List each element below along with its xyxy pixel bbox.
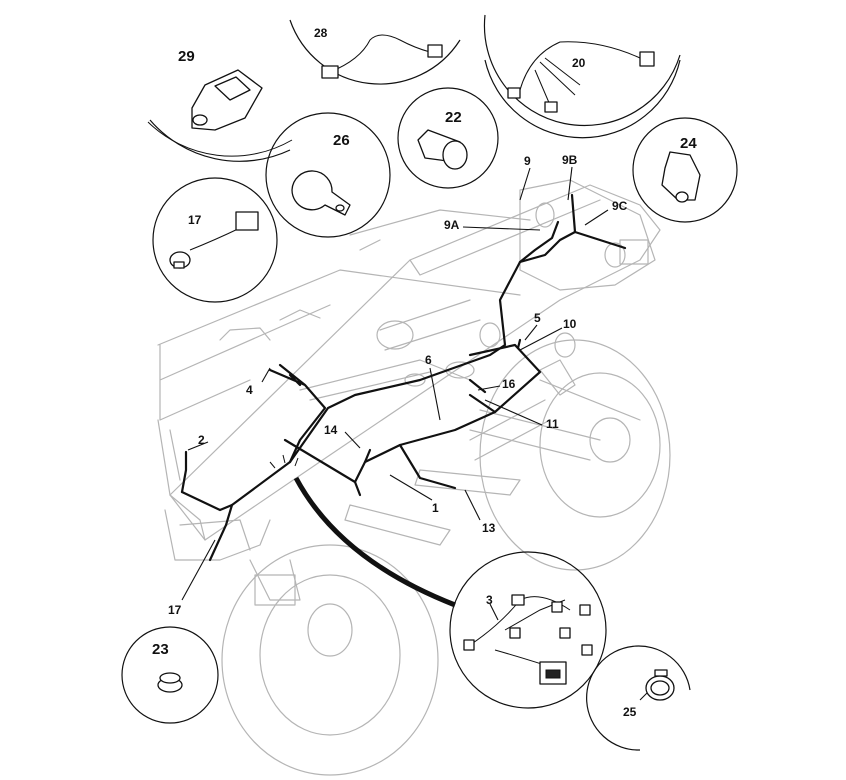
label-23: 23: [152, 641, 169, 658]
inset-23: [121, 626, 219, 724]
label-4: 4: [246, 383, 253, 397]
harness-to-inset-3: [293, 476, 456, 608]
label-14: 14: [324, 423, 338, 437]
label-26: 26: [333, 132, 350, 149]
inset-17: [152, 177, 278, 303]
label-20: 20: [572, 56, 586, 70]
connector-20: [639, 51, 655, 67]
label-17-inset: 17: [188, 213, 202, 227]
machine-outline: [157, 179, 671, 776]
inset-20: [483, 14, 681, 139]
label-3: 3: [486, 593, 493, 607]
wiring-harness: [180, 193, 627, 608]
rear-wheel: [479, 339, 671, 571]
label-5: 5: [534, 311, 541, 325]
inset-25: [586, 645, 691, 751]
label-10: 10: [563, 317, 577, 331]
label-29: 29: [178, 48, 195, 65]
label-17: 17: [168, 603, 182, 617]
p-clip-26: [291, 170, 351, 216]
label-9c: 9C: [612, 199, 628, 213]
label-1: 1: [432, 501, 439, 515]
part-number-labels: 1 2 3 4 5 6 9 9A 9B 9C 10 11 13 14 16 17…: [152, 26, 697, 719]
clamp-24: [661, 151, 701, 201]
label-25: 25: [623, 705, 637, 719]
front-wheel: [221, 544, 439, 776]
label-24: 24: [680, 135, 697, 152]
label-9a: 9A: [444, 218, 460, 232]
label-9: 9: [524, 154, 531, 168]
frame-plate: [344, 504, 451, 546]
label-22: 22: [445, 109, 462, 126]
inset-24: [632, 117, 738, 223]
inset-29: [147, 69, 293, 162]
label-16: 16: [502, 377, 516, 391]
label-6: 6: [425, 353, 432, 367]
inset-28: [289, 19, 461, 85]
sensor-connector-17: [235, 211, 259, 231]
inset-26: [265, 112, 391, 238]
inset-3: [449, 551, 607, 709]
label-2: 2: [198, 433, 205, 447]
label-13: 13: [482, 521, 496, 535]
label-28: 28: [314, 26, 328, 40]
label-11: 11: [546, 417, 559, 431]
connector-28b: [427, 44, 443, 58]
connector-3a: [511, 594, 525, 606]
inset-22: [397, 87, 499, 189]
connector-28a: [321, 65, 339, 79]
callout-leaders: [181, 166, 656, 701]
label-9b: 9B: [562, 153, 578, 167]
